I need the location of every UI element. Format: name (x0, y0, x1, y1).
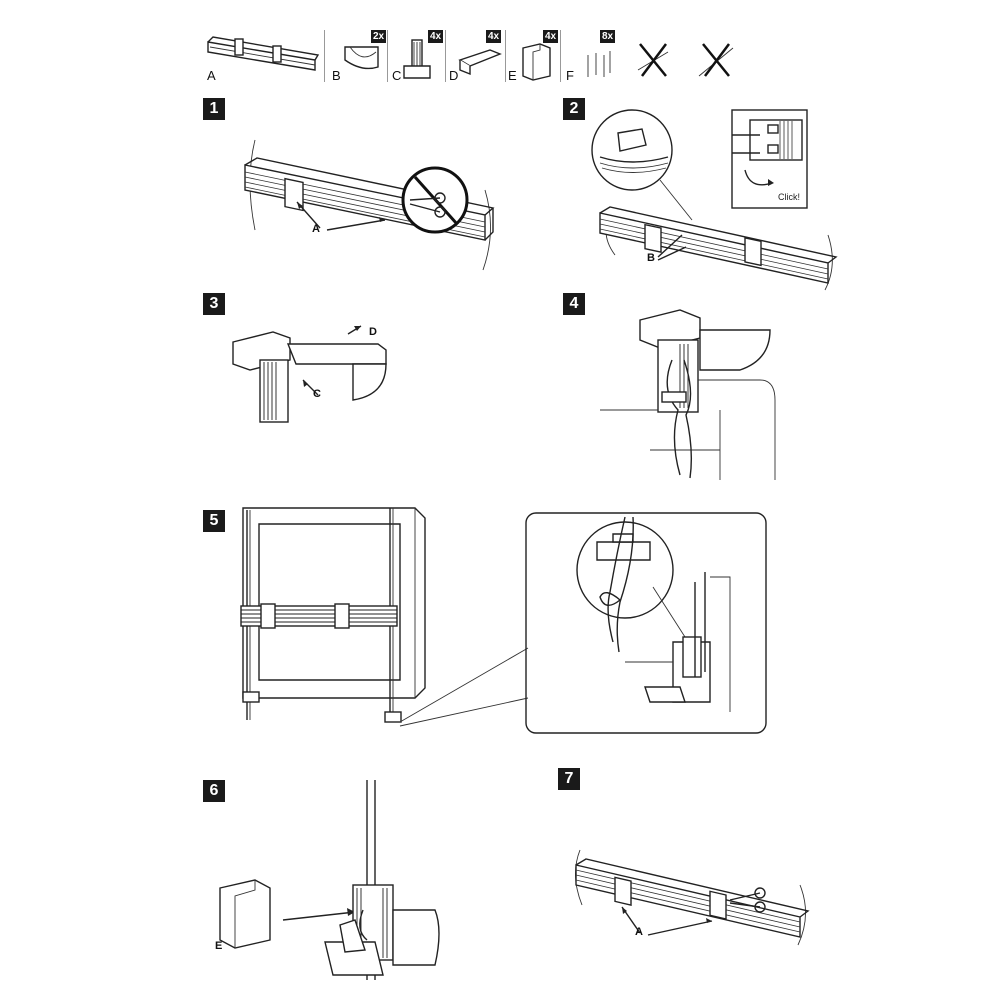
step-2-illustration: Click! (591, 109, 838, 291)
step-5-detail-inset (525, 512, 767, 734)
step-5-window-illustration (240, 507, 426, 723)
step-4-badge: 4 (563, 293, 585, 315)
part-b-label: B (332, 68, 341, 83)
step-5-zoom-connector (399, 647, 529, 727)
step-6-badge: 6 (203, 780, 225, 802)
part-b-qty-badge: 2x (371, 30, 387, 43)
part-e-qty-badge: 4x (543, 30, 559, 43)
part-d-label: D (449, 68, 459, 83)
part-c-qty-badge: 4x (428, 30, 444, 43)
part-e-label: E (508, 68, 517, 83)
step-7-badge: 7 (558, 768, 580, 790)
part-c-bracket-illustration (403, 39, 431, 79)
part-e-cover-illustration (522, 43, 551, 81)
step-2-click-label: Click! (778, 192, 800, 202)
step-3-illustration (232, 325, 387, 423)
not-included-tool-1-icon (637, 43, 669, 77)
step-1-illustration (244, 139, 495, 271)
part-a-rail-illustration (207, 36, 320, 71)
part-d-qty-badge: 4x (486, 30, 502, 43)
step-7-callout-a: A (635, 926, 643, 938)
step-3-callout-d: D (369, 326, 377, 338)
step-1-callout-a: A (312, 223, 320, 235)
step-2-badge: 2 (563, 98, 585, 120)
step-3-badge: 3 (203, 293, 225, 315)
step-6-callout-e: E (215, 940, 223, 952)
part-c-label: C (392, 68, 402, 83)
step-3-callout-c: C (313, 388, 321, 400)
step-4-illustration (600, 309, 776, 480)
part-d-bracket-illustration (458, 49, 502, 76)
part-f-label: F (566, 68, 574, 83)
part-a-label: A (207, 68, 216, 83)
part-f-qty-badge: 8x (600, 30, 616, 43)
step-6-illustration (219, 780, 440, 980)
not-included-tool-2-icon (698, 43, 734, 77)
part-b-clip-illustration (344, 46, 379, 70)
step-1-badge: 1 (203, 98, 225, 120)
step-7-illustration (575, 849, 810, 946)
part-f-screws-illustration (587, 51, 611, 77)
step-2-callout-b: B (647, 252, 655, 264)
step-5-badge: 5 (203, 510, 225, 532)
